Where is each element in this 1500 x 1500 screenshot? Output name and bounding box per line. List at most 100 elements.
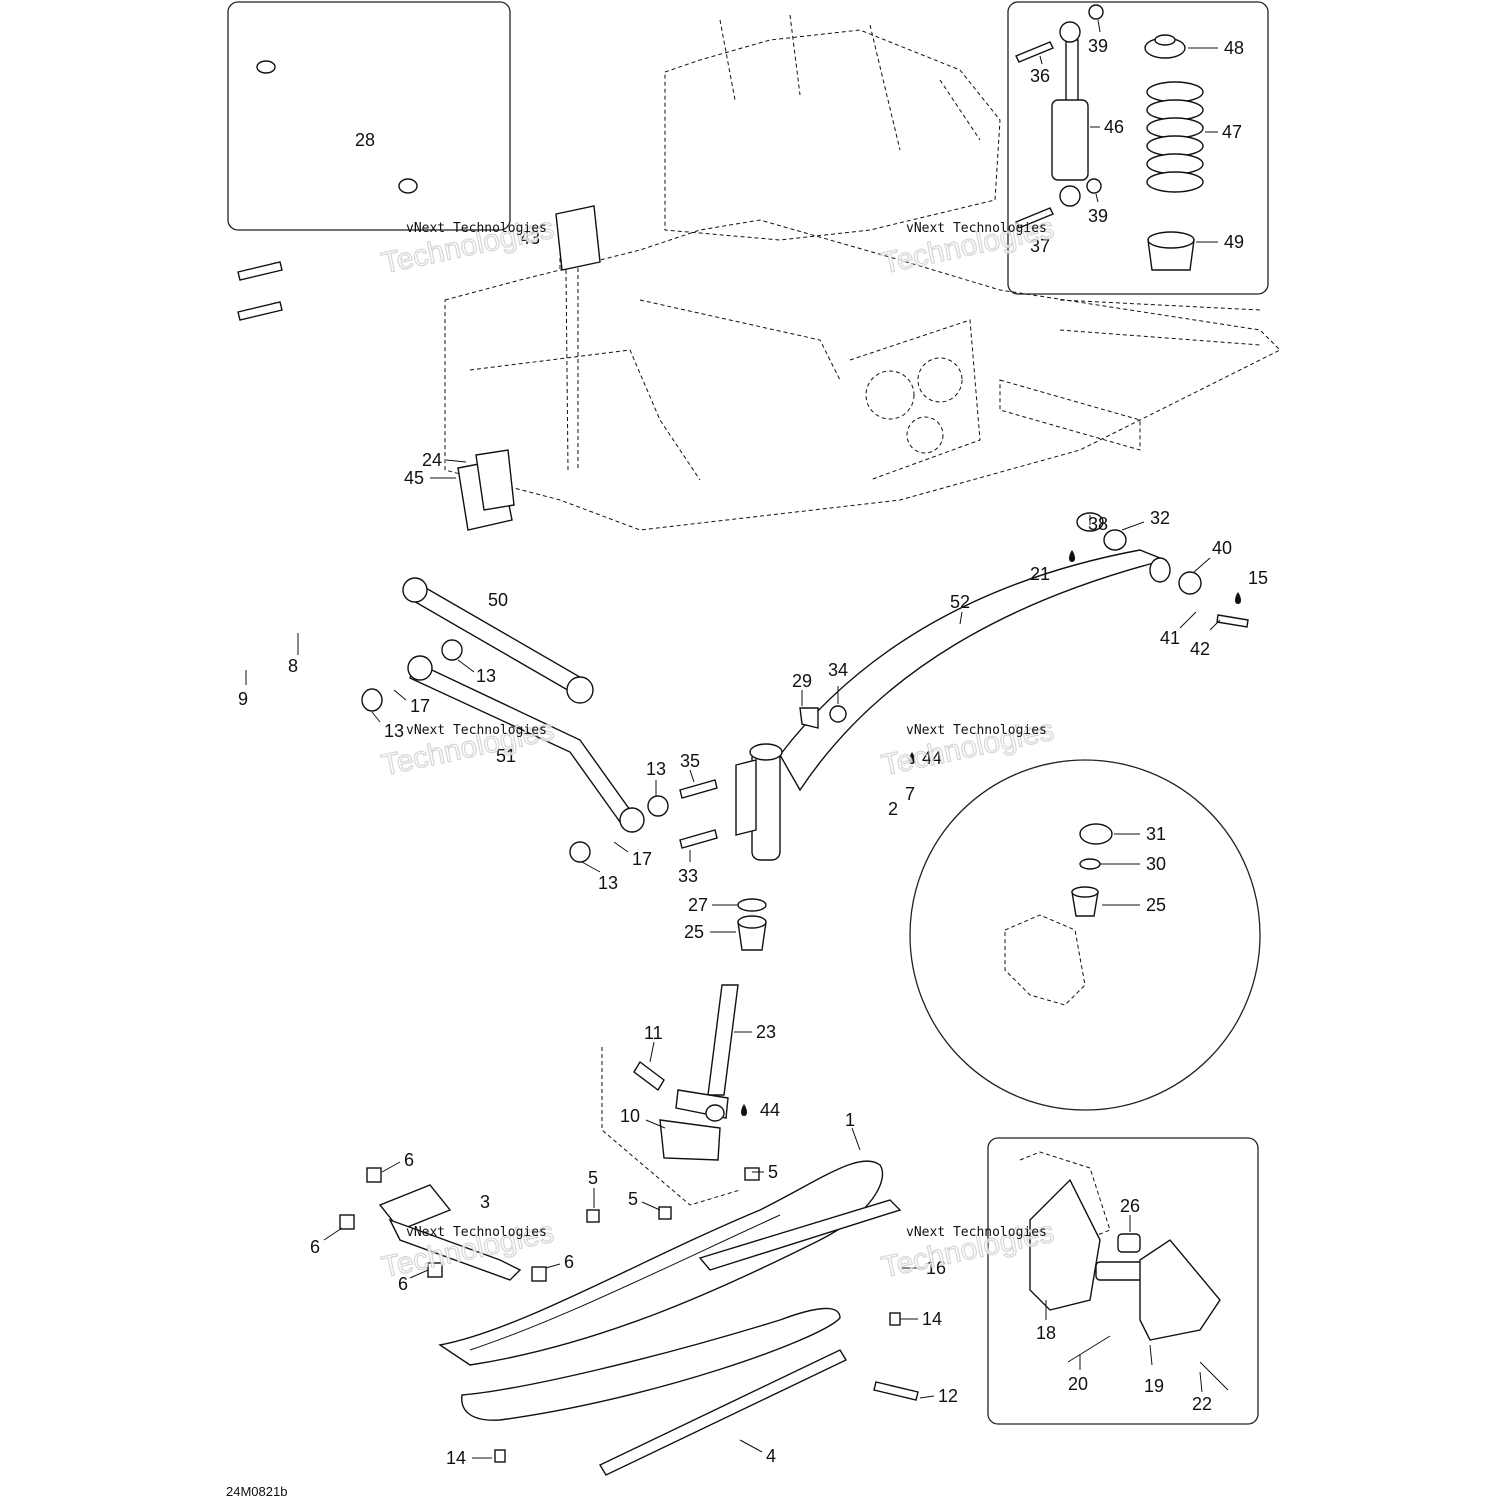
- callout-number: 5: [588, 1168, 598, 1188]
- callout-39b: 39: [1088, 193, 1108, 226]
- callout-21: 21: [1030, 550, 1075, 584]
- callout-number: 51: [496, 746, 516, 766]
- callout-number: 19: [1144, 1376, 1164, 1396]
- callout-number: 6: [310, 1237, 320, 1257]
- watermark: Technologies vNext Technologies: [378, 1215, 557, 1285]
- callout-4: 4: [739, 1439, 776, 1466]
- callout-40: 40: [1193, 538, 1232, 573]
- callout-7: 7: [905, 784, 915, 804]
- callout-number: 52: [950, 592, 970, 612]
- callout-number: 4: [766, 1446, 776, 1466]
- callout-labels: 1 2 3 4 5 5 5 6 6 6 6 7 8 9 10 11 12 13 …: [238, 19, 1268, 1468]
- callout-number: 43: [520, 228, 540, 248]
- callout-number: 23: [756, 1022, 776, 1042]
- callout-11: 11: [644, 1023, 663, 1063]
- callout-number: 13: [646, 759, 666, 779]
- callout-number: 39: [1088, 206, 1108, 226]
- callout-number: 14: [922, 1309, 942, 1329]
- callout-number: 5: [628, 1189, 638, 1209]
- callout-number: 15: [1248, 568, 1268, 588]
- callout-number: 33: [678, 866, 698, 886]
- callout-28: 28: [355, 130, 375, 150]
- callout-2: 2: [888, 799, 898, 819]
- callout-number: 37: [1030, 236, 1050, 256]
- callout-number: 31: [1146, 824, 1166, 844]
- callout-5a: 5: [752, 1162, 778, 1182]
- drawing-code: 24M0821b: [226, 1484, 287, 1499]
- callout-number: 11: [644, 1023, 663, 1043]
- callout-number: 21: [1030, 564, 1050, 584]
- callout-6b: 6: [310, 1227, 343, 1257]
- watermark-group: Technologies vNext Technologies Technolo…: [378, 211, 1057, 1285]
- callout-17a: 17: [393, 689, 430, 716]
- callout-number: 47: [1222, 122, 1242, 142]
- callout-number: 39: [1088, 36, 1108, 56]
- callout-number: 14: [446, 1448, 466, 1468]
- callout-number: 5: [768, 1162, 778, 1182]
- callout-33: 33: [678, 850, 698, 886]
- callout-number: 2: [888, 799, 898, 819]
- callout-number: 25: [684, 922, 704, 942]
- watermark-line-1: vNext Technologies: [906, 221, 1047, 236]
- callout-number: 8: [288, 656, 298, 676]
- callout-number: 28: [355, 130, 375, 150]
- callout-51: 51: [496, 746, 516, 766]
- callout-13b: 13: [371, 711, 404, 741]
- callout-15: 15: [1235, 568, 1268, 604]
- watermark-line-1: vNext Technologies: [906, 723, 1047, 738]
- callout-number: 20: [1068, 1374, 1088, 1394]
- callout-number: 25: [1146, 895, 1166, 915]
- callout-29: 29: [792, 671, 812, 706]
- callout-25a: 25: [684, 922, 736, 942]
- callout-14a: 14: [900, 1309, 942, 1329]
- callout-9: 9: [238, 670, 248, 709]
- callout-number: 13: [598, 873, 618, 893]
- callout-number: 30: [1146, 854, 1166, 874]
- inset-box-bracket: [987, 1137, 1259, 1425]
- callout-number: 48: [1224, 38, 1244, 58]
- callout-13c: 13: [646, 759, 666, 796]
- callout-number: 17: [632, 849, 652, 869]
- callout-number: 9: [238, 689, 248, 709]
- callout-10: 10: [620, 1106, 666, 1129]
- spindle-ski: [339, 984, 919, 1476]
- callout-number: 29: [792, 671, 812, 691]
- callout-number: 13: [476, 666, 496, 686]
- callout-38: 38: [1088, 514, 1108, 534]
- callout-27: 27: [688, 895, 738, 915]
- callout-number: 40: [1212, 538, 1232, 558]
- callout-41: 41: [1160, 611, 1197, 648]
- callout-45: 45: [404, 468, 456, 488]
- callout-49: 49: [1196, 232, 1244, 252]
- callout-30: 30: [1100, 854, 1166, 874]
- callout-18: 18: [1036, 1300, 1056, 1343]
- callout-8: 8: [288, 633, 299, 676]
- callout-number: 50: [488, 590, 508, 610]
- callout-number: 22: [1192, 1394, 1212, 1414]
- watermark-line-1: vNext Technologies: [406, 221, 547, 236]
- callout-number: 32: [1150, 508, 1170, 528]
- callout-44a: 44: [909, 748, 942, 768]
- callout-number: 24: [422, 450, 442, 470]
- callout-16: 16: [900, 1258, 946, 1278]
- callout-number: 17: [410, 696, 430, 716]
- callout-24: 24: [422, 450, 467, 470]
- callout-31: 31: [1114, 824, 1166, 844]
- callout-36: 36: [1030, 55, 1050, 86]
- callout-1: 1: [845, 1110, 861, 1151]
- callout-50: 50: [488, 590, 508, 610]
- callout-6a: 6: [381, 1150, 414, 1173]
- callout-48: 48: [1188, 38, 1244, 58]
- callout-number: 38: [1088, 514, 1108, 534]
- callout-42: 42: [1190, 619, 1221, 659]
- callout-number: 34: [828, 660, 848, 680]
- callout-6d: 6: [545, 1252, 574, 1272]
- callout-23: 23: [734, 1022, 776, 1042]
- callout-17b: 17: [613, 841, 652, 869]
- callout-number: 1: [845, 1110, 855, 1130]
- callout-number: 46: [1104, 117, 1124, 137]
- callout-number: 12: [938, 1386, 958, 1406]
- callout-39a: 39: [1088, 19, 1108, 56]
- callout-number: 7: [905, 784, 915, 804]
- watermark-line-1: vNext Technologies: [406, 1225, 547, 1240]
